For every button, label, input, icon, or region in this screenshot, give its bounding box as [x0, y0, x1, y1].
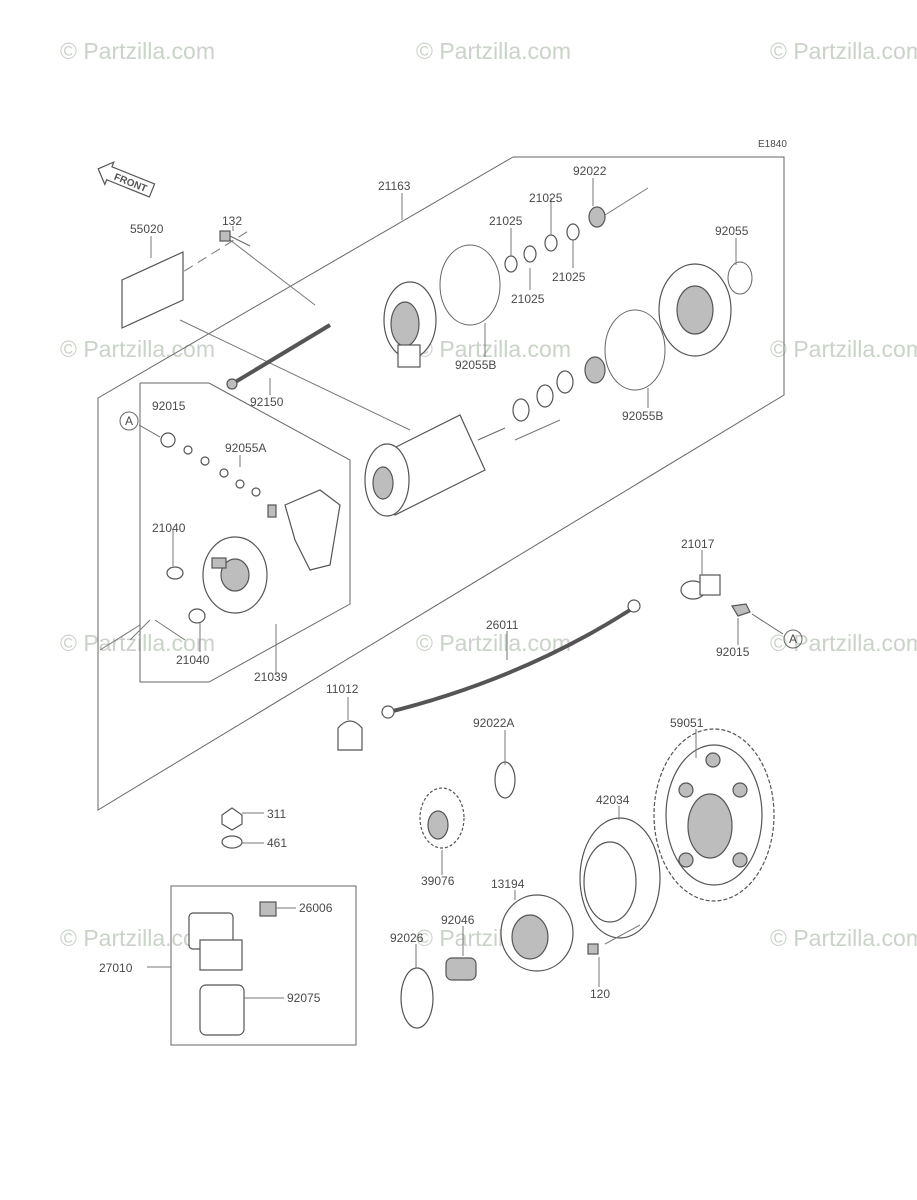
bolt-120 [587, 943, 599, 955]
diagram-code: E1840 [758, 139, 787, 150]
watermark: © Partzilla.com [60, 336, 215, 362]
part-label: 21025 [529, 191, 563, 205]
part-label: 42034 [596, 793, 630, 807]
part-label: 92055A [225, 441, 266, 455]
bolt-132 [219, 230, 251, 247]
part-label: 92046 [441, 913, 475, 927]
part-label: 92015 [716, 645, 750, 659]
part-label: 92015 [152, 399, 186, 413]
label-leaders [147, 178, 739, 999]
part-label: 92022A [473, 716, 514, 730]
part-label: 39076 [421, 874, 455, 888]
nut-311 [221, 807, 243, 831]
part-label: 27010 [99, 961, 133, 975]
washer-92026 [400, 967, 434, 1029]
part-label: 21040 [152, 521, 186, 535]
part-label: 21039 [254, 670, 288, 684]
clutch-housing [579, 817, 661, 939]
starter-yoke [364, 414, 506, 517]
through-bolt [226, 323, 332, 390]
front-cover [383, 281, 437, 368]
watermark: © Partzilla.com [770, 925, 917, 951]
one-way-clutch [500, 894, 574, 972]
part-label: 26011 [486, 618, 519, 632]
idler-gear [419, 787, 465, 849]
watermark: © Partzilla.com [416, 336, 571, 362]
part-label: 92026 [390, 931, 424, 945]
starter-lead [381, 599, 641, 719]
watermark: © Partzilla.com [770, 336, 917, 362]
watermark: © Partzilla.com [416, 630, 571, 656]
front-arrow-icon: FRONT [97, 161, 156, 198]
starter-clutch-gear [653, 728, 775, 902]
washer-stack-upper [504, 206, 606, 273]
ref-marker-a-left: A [119, 411, 161, 438]
part-label: 132 [222, 214, 242, 228]
watermark: © Partzilla.com [770, 630, 917, 656]
rubber-cap [337, 720, 363, 751]
part-label: 92055B [622, 409, 663, 423]
watermark: © Partzilla.com [60, 630, 215, 656]
part-label: 21163 [378, 179, 411, 193]
o-ring-lower [604, 309, 666, 391]
washer-461 [221, 835, 243, 849]
svg-text:A: A [789, 632, 797, 646]
part-label: 21025 [511, 292, 545, 306]
needle-bearing [445, 957, 477, 981]
brush-holder-boundary [139, 382, 351, 683]
svg-text:A: A [125, 414, 133, 428]
part-label: 120 [590, 987, 610, 1001]
o-ring-upper [439, 244, 501, 326]
part-label: 13194 [491, 877, 525, 891]
watermark: © Partzilla.com [60, 38, 215, 64]
part-label: 26006 [299, 901, 333, 915]
ref-marker-a-right: A [751, 613, 803, 649]
washer-92022A [494, 761, 516, 799]
part-label: 92150 [250, 395, 284, 409]
part-label: 21040 [176, 653, 210, 667]
rear-cover [658, 261, 753, 357]
part-label: 92075 [287, 991, 321, 1005]
part-label: 92055B [455, 358, 496, 372]
watermark: © Partzilla.com [770, 38, 917, 64]
starter-relay-boundary [170, 885, 357, 1046]
washer-stack-lower [512, 356, 606, 422]
part-label: 92055 [715, 224, 749, 238]
watermark: © Partzilla.com [416, 38, 571, 64]
starter-relay [188, 901, 277, 1036]
terminal-boot [680, 574, 751, 617]
label-plate [121, 251, 184, 329]
part-label: 21025 [552, 270, 586, 284]
part-label: 311 [267, 807, 286, 821]
part-label: 11012 [326, 682, 359, 696]
part-label: 55020 [130, 222, 164, 236]
brush-holder-parts [160, 432, 341, 624]
part-label: 21025 [489, 214, 523, 228]
part-label: 92022 [573, 164, 607, 178]
part-label: 59051 [670, 716, 704, 730]
starter-motor-boundary [97, 156, 785, 811]
part-label: 461 [267, 836, 287, 850]
part-label: 21017 [681, 537, 715, 551]
